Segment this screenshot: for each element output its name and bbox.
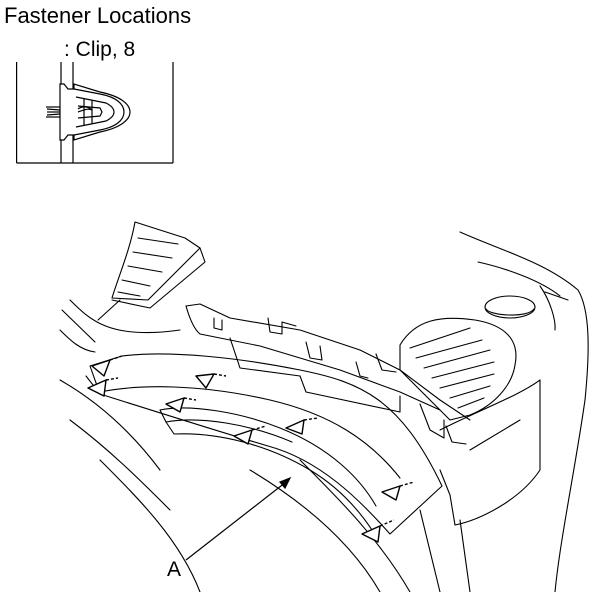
triangle-marker-icon xyxy=(233,425,267,445)
triangle-marker-icon xyxy=(87,377,119,397)
triangle-marker-icon xyxy=(361,519,395,543)
triangle-marker-icon xyxy=(285,417,319,435)
triangle-marker-icon xyxy=(195,373,227,389)
clip-icon xyxy=(16,62,174,164)
clip-legend-label: : Clip, 8 xyxy=(64,38,136,61)
page-title: Fastener Locations xyxy=(4,3,192,28)
callout-label-a: A xyxy=(167,558,182,581)
clip-legend-box xyxy=(16,62,174,164)
triangle-marker-icon xyxy=(165,397,197,413)
dashboard-illustration xyxy=(59,221,589,592)
triangle-marker-icon xyxy=(91,355,123,377)
callout-leader xyxy=(185,476,292,561)
triangle-marker-icon xyxy=(381,481,415,501)
dashboard-trim-drawing xyxy=(0,190,608,592)
